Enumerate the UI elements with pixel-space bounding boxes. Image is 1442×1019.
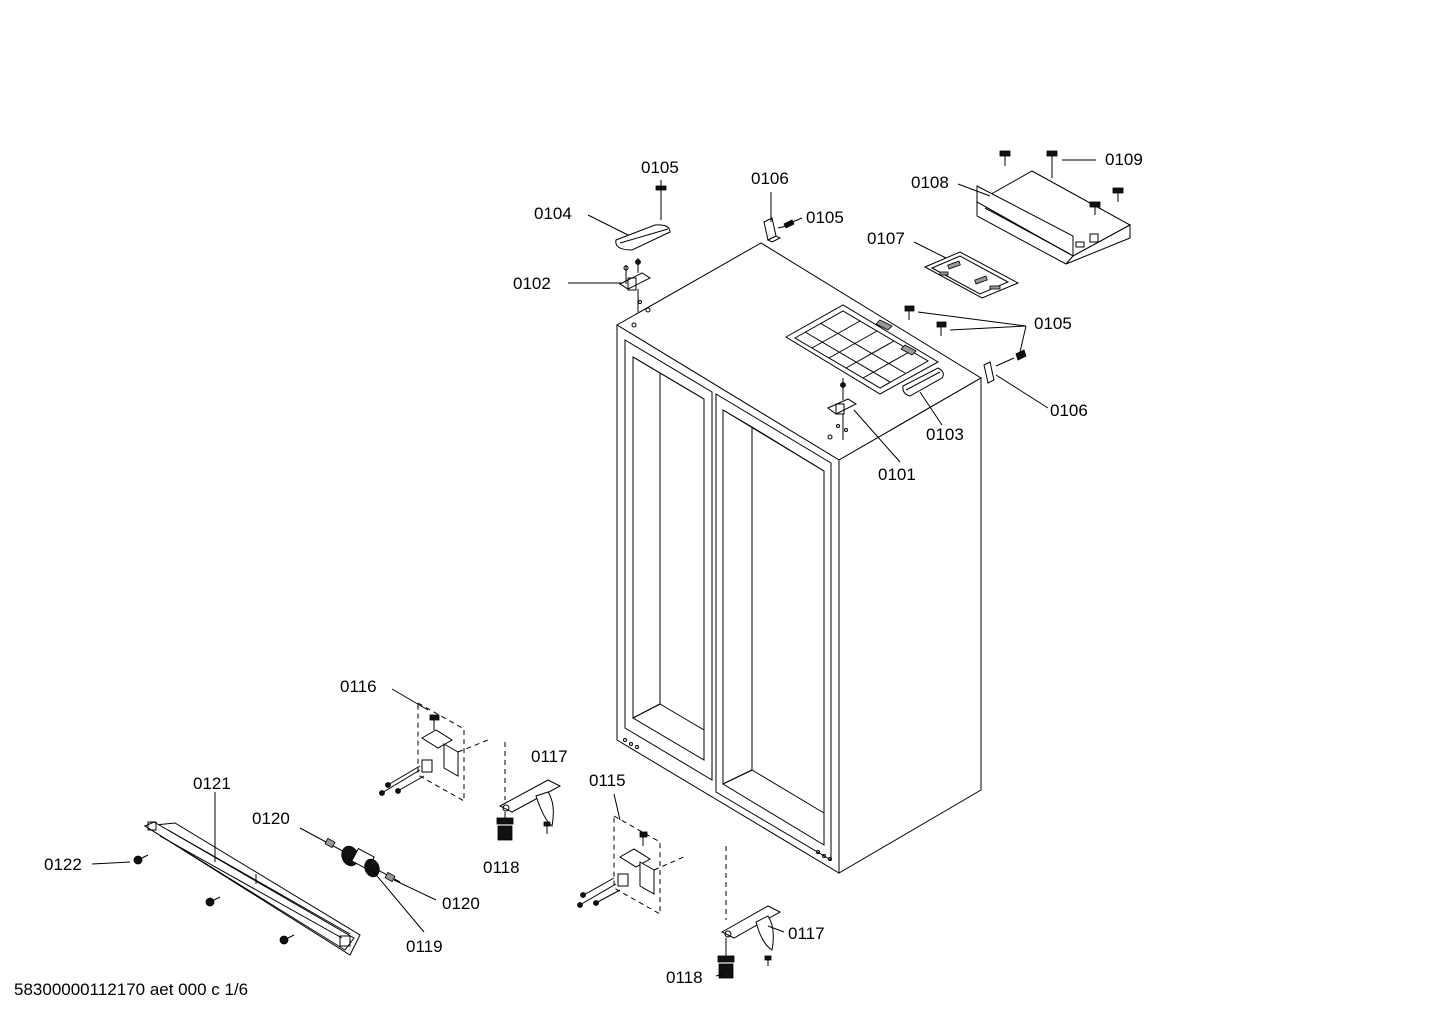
screws-part-0109 — [999, 150, 1124, 215]
pcb-part-0107 — [923, 251, 1020, 299]
bracket-part-0106-right — [983, 349, 1027, 384]
callout-0116: 0116 — [340, 677, 377, 696]
callout-0108: 0108 — [911, 173, 949, 192]
callout-0109: 0109 — [1105, 150, 1143, 169]
cabinet-body — [616, 242, 982, 874]
callout-labels: 0105 0104 0106 0105 0108 0109 0102 0107 … — [44, 150, 1143, 987]
callout-0102: 0102 — [513, 274, 551, 293]
callout-0118-right: 0118 — [666, 968, 703, 987]
cover-part-0104 — [615, 185, 671, 251]
bracket-part-0106-top — [763, 217, 795, 243]
callout-0106-right: 0106 — [1050, 401, 1088, 420]
callout-0115: 0115 — [589, 771, 626, 790]
hinge-assembly-part-0116 — [379, 702, 489, 802]
leader-lines — [91, 159, 1096, 977]
callout-0103: 0103 — [926, 425, 964, 444]
screws-part-0105-middle — [904, 305, 947, 336]
callout-0105-top-middle: 0105 — [806, 208, 844, 227]
callout-0106-top: 0106 — [751, 169, 789, 188]
callout-0122: 0122 — [44, 855, 82, 874]
hinge-part-0101 — [827, 378, 858, 440]
callout-0104: 0104 — [534, 204, 572, 223]
hinge-pin-part-0117-left — [496, 742, 562, 841]
callout-0121: 0121 — [193, 774, 231, 793]
control-panel-tray — [785, 304, 940, 395]
callout-0119: 0119 — [406, 937, 443, 956]
hinge-part-0102 — [618, 258, 652, 313]
callout-0105-top-left: 0105 — [641, 158, 679, 177]
hinge-pin-part-0117-right — [717, 846, 782, 979]
callout-0117-right: 0117 — [788, 924, 825, 943]
callout-0120-upper: 0120 — [252, 809, 290, 828]
callout-0120-lower: 0120 — [442, 894, 480, 913]
cover-part-0108 — [975, 170, 1132, 265]
callout-0101: 0101 — [878, 465, 916, 484]
document-footer-id: 58300000112170 aet 000 c 1/6 — [14, 980, 249, 999]
callout-0105-right: 0105 — [1034, 314, 1072, 333]
base-grille-part-0121 — [133, 821, 361, 956]
handle-part-0103 — [902, 367, 944, 397]
hinge-assembly-part-0115 — [577, 815, 687, 915]
callout-0118-left: 0118 — [483, 858, 520, 877]
coupling-part-0119 — [324, 837, 401, 883]
callout-0107: 0107 — [867, 229, 905, 248]
callout-0117-left: 0117 — [531, 747, 568, 766]
